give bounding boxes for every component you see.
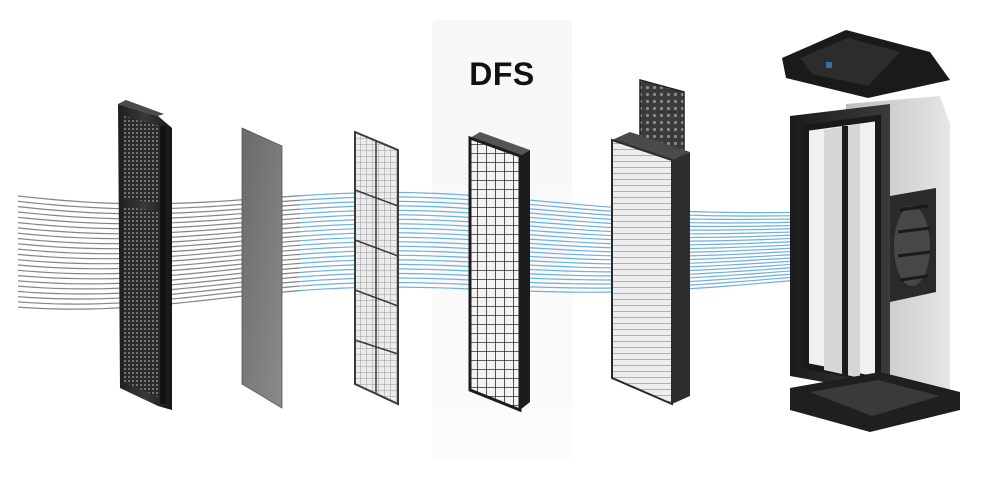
airflow-line-blue	[300, 252, 895, 265]
airflow-line-blue	[300, 270, 895, 289]
airflow-line-blue	[300, 255, 895, 269]
purifier-housing	[782, 30, 960, 432]
airflow-line-blue	[300, 258, 895, 273]
airflow-line-blue	[300, 232, 895, 246]
airflow-line-blue	[300, 227, 895, 242]
airflow-line-blue	[300, 241, 895, 254]
prefilter-grille	[118, 100, 172, 410]
carbon-prefilter-sheet	[241, 127, 283, 409]
mesh-prefilter-panel	[354, 130, 399, 406]
airflow-line-blue	[300, 196, 895, 217]
airflow-line-blue	[300, 272, 895, 293]
airflow-line-blue	[300, 214, 895, 231]
airflow-line-blue	[300, 236, 895, 250]
airflow-line-blue	[300, 264, 895, 281]
airflow-line-blue	[300, 261, 895, 277]
airflow-line-blue	[300, 267, 895, 285]
airflow-line-blue	[300, 191, 895, 214]
airflow-line-blue	[300, 223, 895, 239]
airflow-line-blue	[300, 218, 895, 235]
dfs-label: DFS	[469, 56, 535, 92]
hepa-pleated-filter	[611, 79, 690, 406]
airflow-line-blue	[300, 245, 895, 257]
airflow-line-blue	[300, 209, 895, 228]
airflow-line-blue	[300, 249, 895, 261]
airflow-line-blue	[300, 200, 894, 221]
airflow-line-blue	[300, 205, 894, 224]
dfs-grid-cartridge	[468, 132, 530, 413]
